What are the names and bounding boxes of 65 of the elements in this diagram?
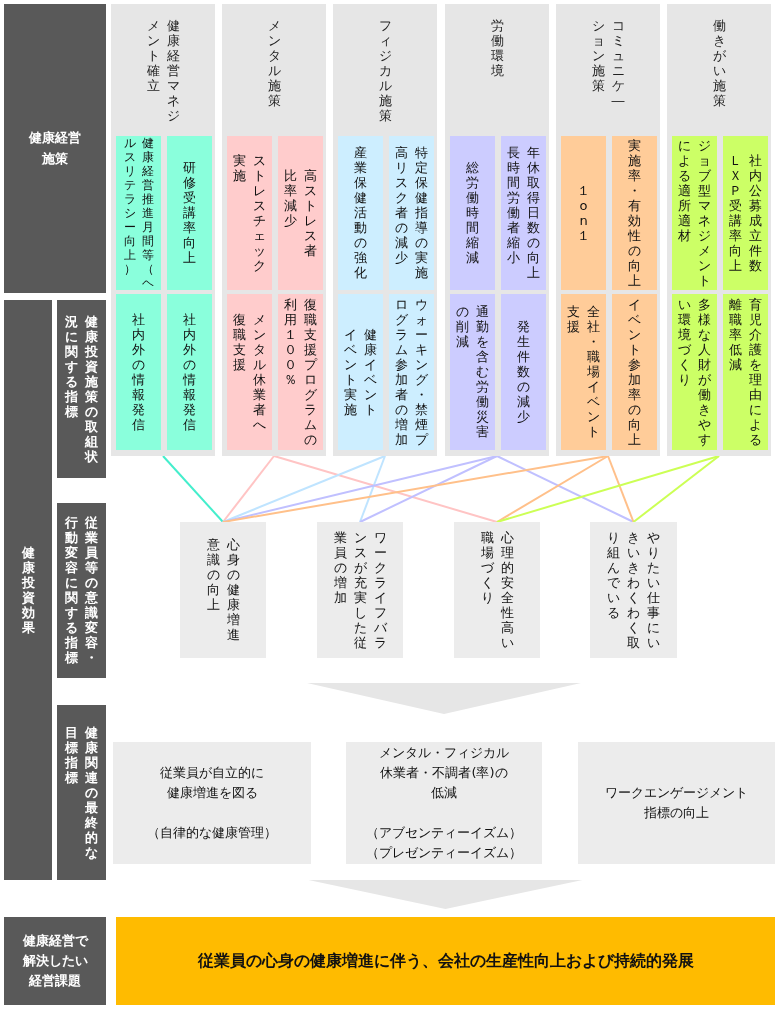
measure-box: 年休取得日数の向上長時間労働者縮小 [501,136,546,290]
measure-box: 高ストレス者比率減少 [278,136,323,290]
box-text: メンタル・フィジカル休業者・不調者(率)の低減 [378,743,510,803]
category-label: 健康関連の最終的な目標指標 [57,705,106,880]
outcome-box: ワークライフバランスが充実した従業員の増加 [317,522,403,658]
connector-line [273,455,498,523]
measure-box: 実施率・有効性の向上 [612,136,657,290]
measure-box: 多様な人財が働きやすい環境づくり [672,294,717,450]
measure-box: ジョブ型マネジメントによる適所適材 [672,136,717,290]
connector-line [359,455,498,523]
down-chevron [307,683,581,714]
measure-box: ウォーキング・禁煙プログラム参加者の増加 [389,294,434,450]
connector-line [607,455,635,523]
measure-box: １on１ [561,136,606,290]
category-label: 従業員等の意識変容・行動変容に関する指標 [57,503,106,678]
column-heading: 働きがい施策 [711,18,727,109]
category-label: 健康経営で解決したい経営課題 [4,917,106,1005]
measure-box: 研修受講率向上 [167,136,212,290]
connector-line [496,455,720,523]
category-column [222,4,326,456]
box-text: 従業員が自立的に健康増進を図る [159,764,265,803]
measure-box: 社内外の情報発信 [167,294,212,450]
category-column [556,4,660,456]
category-column [111,4,215,456]
connector-line [162,455,224,523]
outcome-box: 心理的安全性高い職場づくり [454,522,540,658]
category-column [333,4,437,456]
goal-box: ワークエンゲージメント指標の向上 [578,742,775,864]
connector-line [496,455,635,523]
measure-box: 復職支援プログラムの利用１００％ [278,294,323,450]
category-column [445,4,549,456]
measure-box: 社内外の情報発信 [116,294,161,450]
category-label: 健康経営施策 [4,4,106,293]
column-heading: コミュニケ―ション施策 [590,18,626,109]
measure-box: 通勤を含む労働災害の削減 [450,294,495,450]
issue-banner: 従業員の心身の健康増進に伴う、会社の生産性向上および持続的発展 [116,917,775,1005]
category-label: 健康投資効果 [4,300,52,880]
measure-box: メンタル休業者へ復職支援 [227,294,272,450]
box-text: （自律的な健康管理） [147,823,277,842]
outcome-box: やりたい仕事にいきいきわくわく取り組んでいる [590,522,677,658]
category-label: 健康投資施策の取組状況に関する指標 [57,300,106,478]
connector-line [222,455,275,523]
connector-line [359,455,386,523]
connector-line [222,455,386,523]
connector-line [496,455,609,523]
measure-box: 全社・職場イベント支援 [561,294,606,450]
column-heading: メンタル施策 [266,18,282,109]
measure-box: ストレスチェック実施 [227,136,272,290]
outcome-box: 心身の健康増進意識の向上 [180,522,266,658]
measure-box: 社内公募成立件数ＬＸＰ受講率向上 [723,136,768,290]
measure-box: イベント参加率の向上 [612,294,657,450]
measure-box: 発生件数の減少 [501,294,546,450]
box-text: （アブセンティーイズム）（プレゼンティーイズム） [365,823,523,862]
measure-box: 総労働時間縮減 [450,136,495,290]
connector-line [632,455,720,523]
category-column [667,4,771,456]
measure-box: 健康イベントイベント実施 [338,294,383,450]
column-heading: フィジカル施策 [377,18,393,124]
measure-box: 健康経営推進月間等（ヘルスリテラシー向上） [116,136,161,290]
measure-box: 育児介護を理由による離職率低減 [723,294,768,450]
down-chevron [308,880,583,909]
measure-box: 産業保健活動の強化 [338,136,383,290]
measure-box: 特定保健指導の実施高リスク者の減少 [389,136,434,290]
column-heading: 健康経営マネジメント確立 [145,18,181,124]
column-heading: 労働環境 [489,18,505,79]
